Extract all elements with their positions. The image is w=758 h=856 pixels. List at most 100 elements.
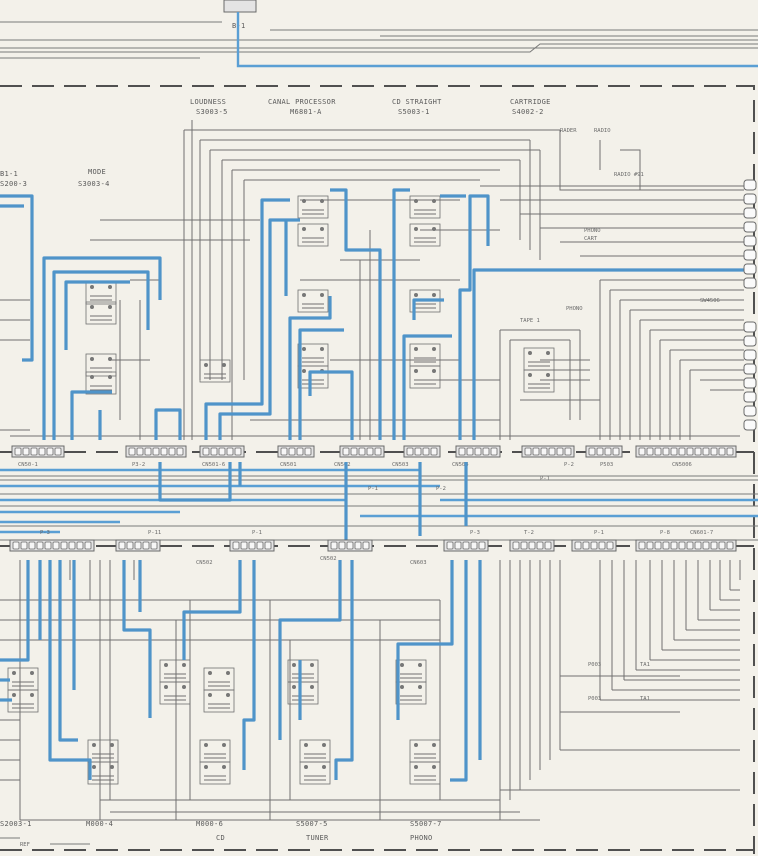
gray-wire [620,149,641,190]
terminal [743,377,757,389]
connector-p-1c-pin [606,541,614,550]
lower-switch-leads [92,775,114,781]
connector-p-1c-pin [574,541,582,550]
left-label-2: S200-3 [0,180,27,188]
lower-switch [199,739,231,763]
left-label-mode: MODE [88,168,106,176]
connector-cn503-pin [422,447,430,456]
connector-cn504-pin [490,447,498,456]
connector-cn601-7-pin [726,541,734,550]
connector-cn501-6: CN501-6 [199,445,245,468]
connector-p-1c-label: P-1 [594,530,604,536]
connector-p-3-body [9,539,95,552]
terminal [743,249,757,261]
terminal [743,363,757,375]
lower-switch-frame [409,761,441,785]
upper-switch-contact [302,293,306,297]
upper-switch-frame [297,289,329,313]
upper-switch-contact [302,369,306,373]
lower-switch-contact [182,663,186,667]
connector-cn501-pin [304,447,312,456]
lower-switch-leads [304,753,326,759]
lower-switch-leads [204,775,226,781]
connector-cn601-7-pin [638,541,646,550]
connector-p-1b-pin [232,541,240,550]
lower-switch-leads [164,695,186,701]
upper-switch-contact [432,199,436,203]
terminal [743,335,757,347]
label-ta1-a: TA1 [640,662,650,668]
lower-switch-contact [208,671,212,675]
label-canal-processor: CANAL PROCESSOR [268,98,336,106]
connector-p-11: P-11 [115,530,161,552]
connector-p-11-label: P-11 [148,530,161,536]
upper-switch-contact [108,357,112,361]
upper-switch-leads [90,315,112,321]
lower-switch-leads [304,775,326,781]
connector-p-3-pin [28,541,36,550]
upper-switch-contact [90,357,94,361]
connector-p-1-pin [556,447,564,456]
connector-cn601-7: CN601-7 [635,530,737,552]
connector-p3-2-pin [144,447,152,456]
connector-cn5006-pin [702,447,710,456]
upper-switch [199,359,231,383]
connector-p3-2: P3-2 [125,445,187,468]
label-rader: RADER [560,128,577,134]
terminal [743,277,757,289]
connector-cn5006-label: CN5006 [672,462,692,468]
connector-p-2: P-2 [564,445,623,468]
connector-cn501-6-pin [218,447,226,456]
label-cd-straight: CD STRAIGHT [392,98,442,106]
connector-p-1b: P-1 [229,530,275,552]
lower-switch [199,761,231,785]
lower-switch-contact [30,693,34,697]
lower-switch-contact [164,685,168,689]
lower-switch-contact [322,743,326,747]
lower-switch-contact [164,663,168,667]
connector-cn601-7-pin [670,541,678,550]
connector-cn501-pin [280,447,288,456]
connector-p-2-pin [596,447,604,456]
connector-cn603-label: CN603 [410,560,427,566]
connector-p-1c-pin [590,541,598,550]
upper-switch-frame [297,223,329,247]
connector-p-3-pin [60,541,68,550]
connector-cn601-7-pin [702,541,710,550]
connector-cn501-pin [296,447,304,456]
connector-cn5006-pin [686,447,694,456]
connector-cn5006-pin [662,447,670,456]
connector-cn502b: CN502 [320,539,373,562]
upper-switch-contact [414,369,418,373]
lower-right-labels: P003 TA1 P003 TA1 [588,662,650,702]
upper-switch-frame [85,371,117,395]
connector-p503-label: P503 [600,462,613,468]
upper-switch-leads [302,237,324,243]
connector-p-1-pin [540,447,548,456]
connector-p-11-pin [118,541,126,550]
connector-cn50-1-pin [54,447,62,456]
connector-cn502b-pin [330,541,338,550]
label-cd-straight-ref: S5003-1 [398,108,430,116]
connector-cn501-body [277,445,315,458]
left-label-1: B1-1 [0,170,18,178]
connector-cn503-label: CN503 [392,462,409,468]
upper-switch-contact [90,285,94,289]
upper-switch-leads [302,357,324,363]
lower-switch-contact [110,765,114,769]
connector-p-1-pin [532,447,540,456]
upper-switch-leads [204,373,226,379]
bottom-label-phono: PHONO [410,834,433,842]
connector-cn501-6-pin [234,447,242,456]
connector-p-3b-pin [478,541,486,550]
connector-p-3-pin [12,541,20,550]
lower-switch-leads [208,703,230,709]
connector-t-2-pin [544,541,552,550]
connector-cn504-label: CN504 [452,462,469,468]
connector-t-2-pin [528,541,536,550]
upper-switch-contact [546,373,550,377]
lower-switch-frame [299,761,331,785]
connector-cn503-pin [406,447,414,456]
lower-switch-frame [199,761,231,785]
bottom-label-2: M000-4 [86,820,113,828]
